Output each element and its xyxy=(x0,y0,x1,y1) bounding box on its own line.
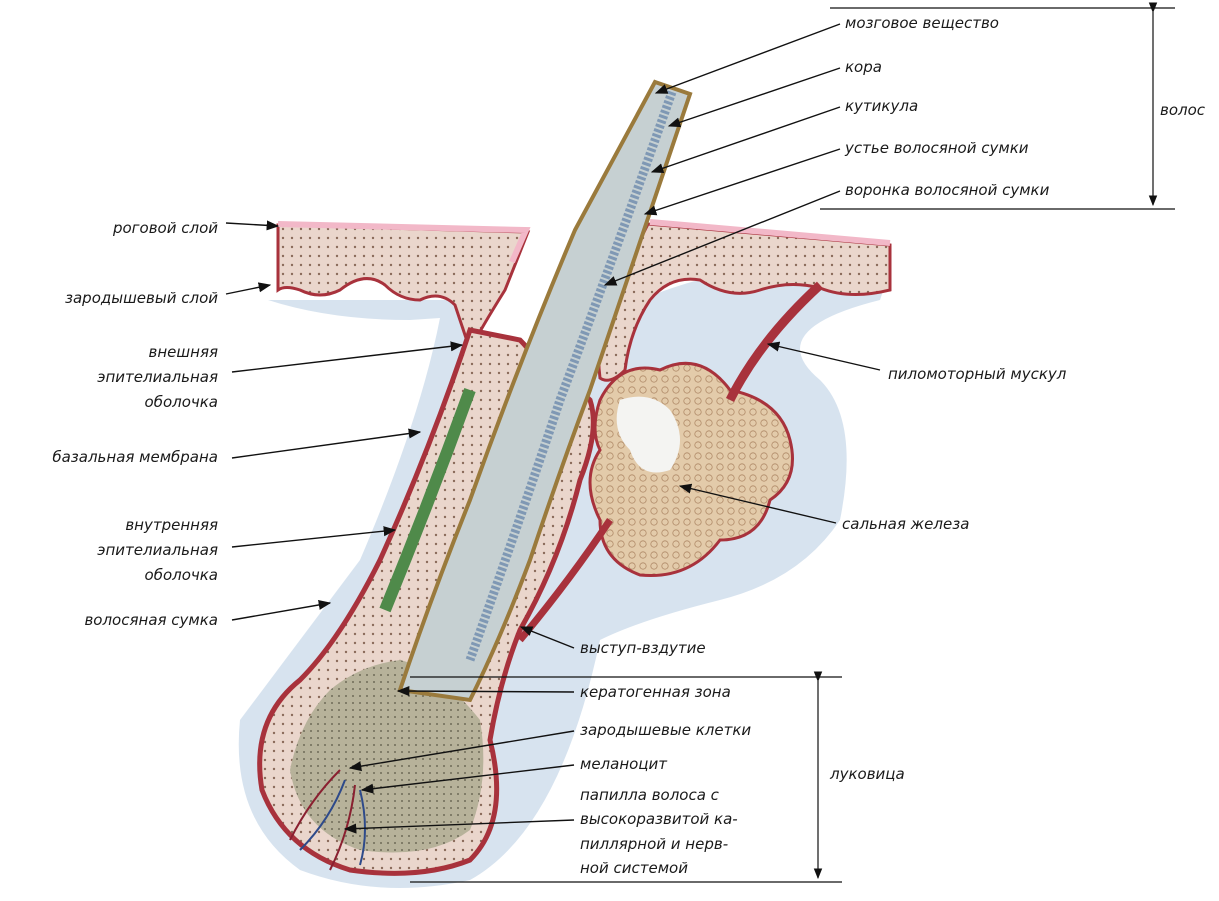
label-papilla-2: высокоразвитой ка- xyxy=(580,810,738,828)
label-inner-sheath-1: внутренняя xyxy=(125,516,218,534)
label-papilla-4: ной системой xyxy=(580,859,688,877)
label-keratogenous-zone: кератогенная зона xyxy=(580,683,731,701)
label-outer-sheath-2: эпителиальная xyxy=(97,368,218,386)
label-cortex: кора xyxy=(845,58,882,76)
label-follicle-mouth: устье волосяной сумки xyxy=(844,139,1029,157)
label-papilla-3: пиллярной и нерв- xyxy=(580,835,728,853)
label-cuticle: кутикула xyxy=(845,97,918,115)
label-inner-sheath-2: эпителиальная xyxy=(97,541,218,559)
label-germ-cells: зародышевые клетки xyxy=(580,721,751,739)
label-germinal-layer: зародышевый слой xyxy=(65,289,218,307)
label-papilla-1: папилла волоса с xyxy=(580,786,720,804)
label-bulb: луковица xyxy=(829,765,905,783)
label-bulge: выступ-вздутие xyxy=(580,639,706,657)
label-hair-follicle: волосяная сумка xyxy=(84,611,218,629)
label-melanocyte: меланоцит xyxy=(580,755,668,773)
illustration xyxy=(239,82,890,888)
label-outer-sheath-1: внешняя xyxy=(149,343,218,361)
label-follicle-funnel: воронка волосяной сумки xyxy=(845,181,1050,199)
label-medulla: мозговое вещество xyxy=(845,14,999,32)
label-basal-membrane: базальная мембрана xyxy=(52,448,218,466)
label-hair: волос xyxy=(1160,101,1206,119)
label-sebaceous-gland: сальная железа xyxy=(842,515,969,533)
label-inner-sheath-3: оболочка xyxy=(145,566,218,584)
label-arrector-muscle: пиломоторный мускул xyxy=(888,365,1067,383)
epidermis-left xyxy=(278,225,528,350)
label-stratum-corneum: роговой слой xyxy=(112,219,218,237)
label-outer-sheath-3: оболочка xyxy=(145,393,218,411)
